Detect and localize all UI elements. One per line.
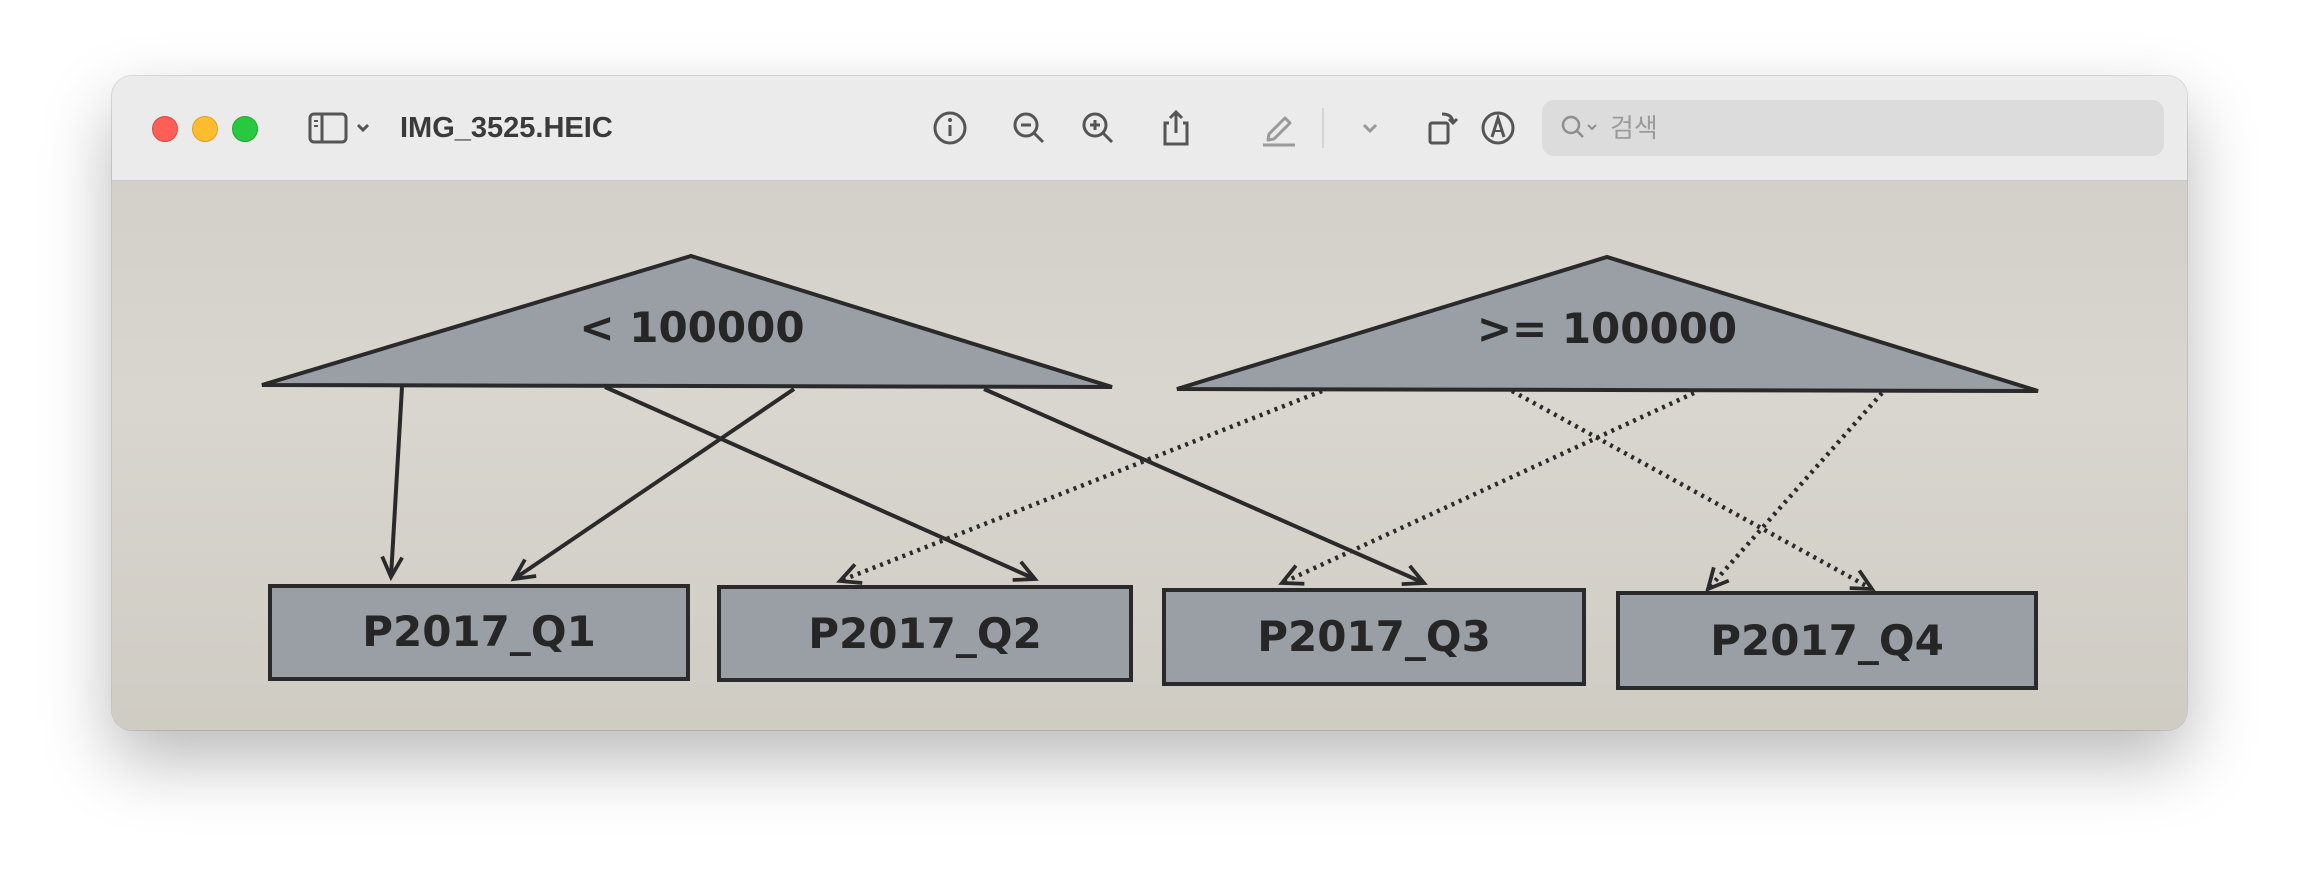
arrow-solid-q2 — [604, 385, 1039, 582]
partition-box-q2 — [717, 585, 1133, 682]
range-triangle-left — [261, 253, 1113, 389]
partition-q1: P2017_Q1 — [268, 584, 690, 681]
arrow-solid-q1a — [380, 386, 404, 582]
info-button[interactable] — [928, 106, 972, 150]
partition-label-q1: P2017_Q1 — [362, 607, 596, 656]
partition-box-q3 — [1162, 588, 1586, 686]
sidebar-toggle-icon — [308, 112, 370, 144]
sidebar-toggle-button[interactable] — [306, 106, 378, 150]
annotate-icon — [1481, 111, 1515, 145]
maximize-button[interactable] — [232, 116, 258, 142]
partition-label-q2: P2017_Q2 — [808, 609, 1042, 658]
partition-q2: P2017_Q2 — [717, 585, 1133, 682]
close-button[interactable] — [152, 116, 178, 142]
partition-label-q3: P2017_Q3 — [1257, 612, 1491, 661]
zoom-out-icon — [1013, 112, 1045, 144]
title-bar: IMG_3525.HEIC — [112, 76, 2187, 181]
arrow-dotted-q3 — [1278, 390, 1695, 586]
range-triangle-right — [1176, 254, 2039, 393]
search-input[interactable] — [1608, 100, 2132, 158]
zoom-in-button[interactable] — [1076, 106, 1120, 150]
zoom-in-icon — [1082, 112, 1114, 144]
arrow-dotted-q2 — [836, 388, 1323, 585]
range-label-right: >= 100000 — [1477, 304, 1737, 353]
info-icon — [933, 111, 967, 145]
toolbar-separator — [1322, 108, 1324, 148]
minimize-button[interactable] — [192, 116, 218, 142]
search-icon — [1561, 115, 1597, 138]
partition-box-q4 — [1616, 591, 2038, 690]
search-field[interactable] — [1542, 100, 2164, 158]
markup-menu-button[interactable] — [1348, 106, 1392, 150]
range-label-left: < 100000 — [579, 303, 804, 352]
partition-box-q1 — [268, 584, 690, 681]
partition-q3: P2017_Q3 — [1162, 588, 1586, 686]
window-title: IMG_3525.HEIC — [400, 112, 613, 144]
arrow-dotted-q4a — [1510, 389, 1876, 592]
partition-label-q4: P2017_Q4 — [1710, 616, 1944, 665]
share-icon — [1163, 109, 1189, 146]
partition-diagram: < 100000 >= 100000 P2017_Q1 — [261, 253, 2039, 690]
solid-arrows — [380, 385, 1428, 586]
partition-q4: P2017_Q4 — [1616, 591, 2038, 690]
arrow-solid-q3 — [983, 387, 1428, 586]
arrow-solid-q1b — [510, 387, 796, 582]
image-content: < 100000 >= 100000 P2017_Q1 — [112, 181, 2187, 730]
range-right: >= 100000 — [1176, 254, 2039, 393]
markup-pen-icon — [1263, 116, 1295, 147]
range-left: < 100000 — [261, 253, 1113, 389]
preview-window: IMG_3525.HEIC — [112, 76, 2187, 730]
arrow-dotted-q4b — [1705, 391, 1884, 593]
chevron-down-icon — [1362, 123, 1378, 134]
dotted-arrows — [836, 388, 1884, 593]
share-button[interactable] — [1154, 106, 1198, 150]
rotate-button[interactable] — [1420, 106, 1464, 150]
zoom-out-button[interactable] — [1007, 106, 1051, 150]
annotate-button[interactable] — [1476, 106, 1520, 150]
rotate-icon — [1428, 112, 1459, 145]
markup-pen-button[interactable] — [1257, 106, 1301, 150]
